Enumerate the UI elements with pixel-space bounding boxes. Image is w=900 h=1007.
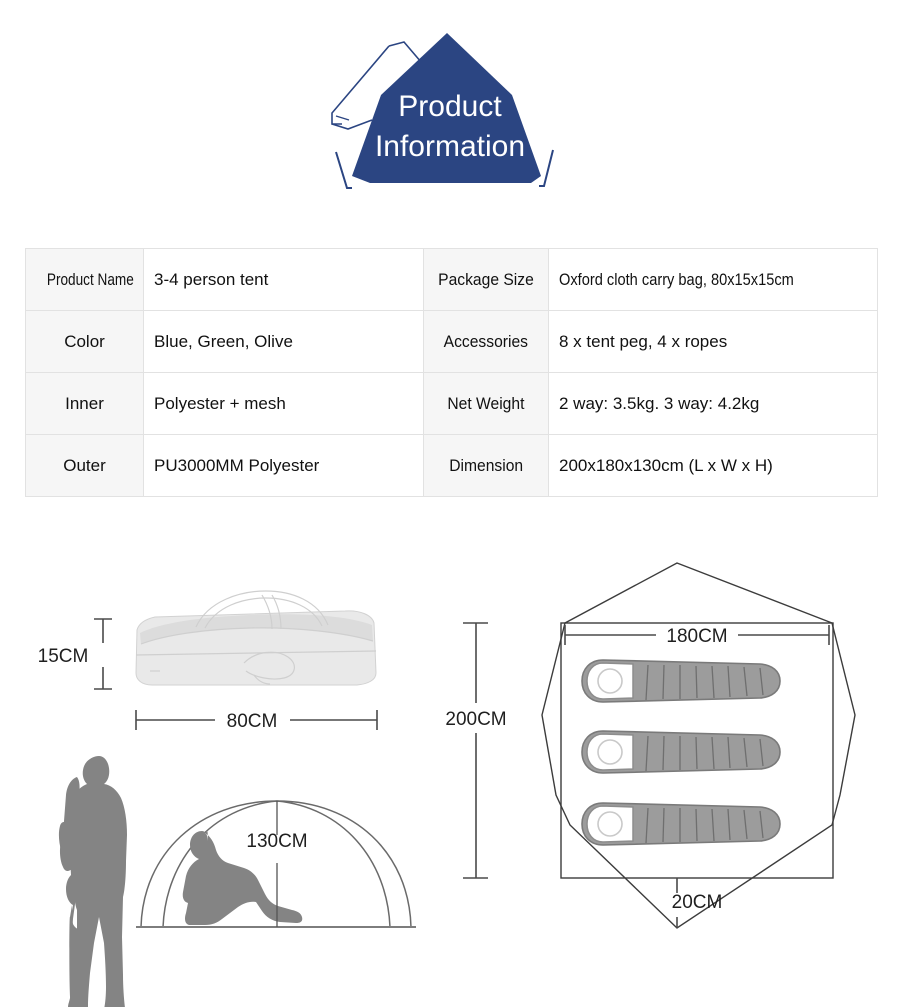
tent-floor-plan: 180CM 200CM 20CM: [445, 562, 856, 929]
floorplan-length-label: 200CM: [445, 709, 506, 730]
header-tent-shape: [352, 33, 541, 183]
carry-bag-illustration: 15CM 80CM: [38, 590, 378, 732]
spec-value-inner: Polyester + mesh: [143, 372, 424, 435]
floorplan-vestibule-dimension: 20CM: [672, 878, 723, 928]
floorplan-vestibule-label: 20CM: [672, 892, 723, 913]
table-row: Product Name 3-4 person tent Package Siz…: [25, 248, 878, 311]
carry-bag-width-dimension: 80CM: [135, 710, 378, 732]
carry-bag-width-label: 80CM: [227, 711, 278, 732]
sleeping-bag: [581, 802, 781, 846]
spec-value-product-name: 3-4 person tent: [143, 248, 424, 311]
spec-value-package-size: Oxford cloth carry bag, 80x15x15cm: [548, 248, 878, 311]
sleeping-bag: [581, 730, 781, 774]
carry-bag-height-dimension: 15CM: [38, 618, 112, 690]
sleeping-bag: [581, 659, 781, 703]
carry-bag-height-label: 15CM: [38, 646, 89, 667]
spec-value-color: Blue, Green, Olive: [143, 310, 424, 373]
product-spec-table: Product Name 3-4 person tent Package Siz…: [25, 248, 878, 497]
spec-label-accessories: Accessories: [423, 310, 549, 373]
spec-label-outer: Outer: [25, 434, 144, 497]
product-diagrams: 15CM 80CM: [0, 545, 900, 1007]
tent-side-elevation: 130CM: [58, 756, 416, 1007]
seated-person-silhouette: [182, 830, 303, 925]
floorplan-width-label: 180CM: [666, 626, 727, 647]
spec-label-package-size: Package Size: [423, 248, 549, 311]
spec-label-net-weight: Net Weight: [423, 372, 549, 435]
tent-height-label: 130CM: [246, 831, 307, 852]
spec-label-inner: Inner: [25, 372, 144, 435]
spec-value-net-weight: 2 way: 3.5kg. 3 way: 4.2kg: [548, 372, 878, 435]
tent-height-dimension: 130CM: [246, 801, 308, 927]
spec-value-dimension: 200x180x130cm (L x W x H): [548, 434, 878, 497]
spec-label-dimension: Dimension: [423, 434, 549, 497]
header-banner: Product Information: [0, 0, 900, 205]
spec-value-outer: PU3000MM Polyester: [143, 434, 424, 497]
banner-title-line1: Product: [398, 90, 502, 123]
spec-label-product-name: Product Name: [25, 248, 144, 311]
spec-label-color: Color: [25, 310, 144, 373]
spec-value-accessories: 8 x tent peg, 4 x ropes: [548, 310, 878, 373]
table-row: Color Blue, Green, Olive Accessories 8 x…: [25, 310, 878, 373]
table-row: Inner Polyester + mesh Net Weight 2 way:…: [25, 372, 878, 435]
floorplan-width-dimension: 180CM: [564, 625, 830, 647]
floorplan-length-dimension: 200CM: [445, 622, 507, 879]
banner-title-line2: Information: [375, 130, 525, 163]
tent-inner-rectangle: [560, 622, 834, 879]
table-row: Outer PU3000MM Polyester Dimension 200x1…: [25, 434, 878, 497]
